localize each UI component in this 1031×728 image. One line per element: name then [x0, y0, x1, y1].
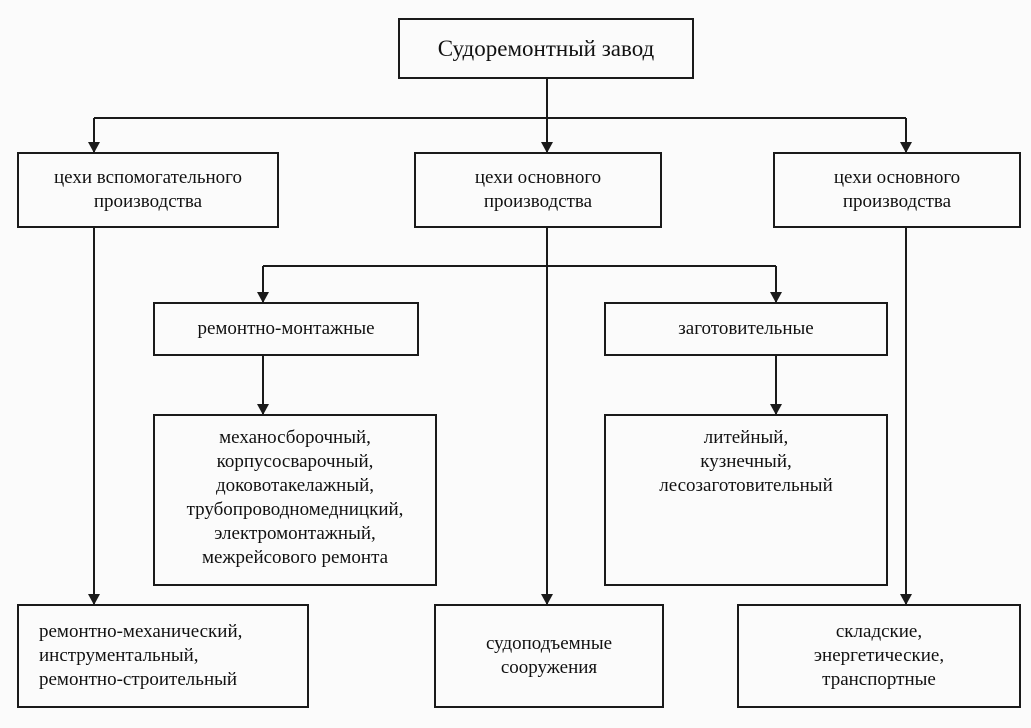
box-main-shops-center: цехи основного производства [414, 152, 662, 228]
procurement-shop-3: лесозаготовительный [659, 475, 833, 496]
service-shop-3: транспортные [822, 669, 936, 690]
box-lifting-structures: судоподъемные сооружения [434, 604, 664, 708]
box-procurement-shops-list: литейный, кузнечный, лесозаготовительный [604, 414, 888, 586]
assembly-shop-4: трубопроводномедницкий, [186, 499, 404, 520]
box-main-shops-right-line-2: производства [842, 191, 952, 212]
assembly-shop-2: корпусосварочный, [216, 451, 374, 472]
box-procurement-label: заготовительные [678, 318, 814, 339]
assembly-shop-6: межрейсового ремонта [201, 547, 389, 568]
box-main-shops-center-line-2: производства [483, 191, 593, 212]
box-shipyard-label: Судоремонтный завод [437, 35, 655, 61]
box-aux-shops-line-1: цехи вспомогательного [54, 167, 242, 188]
procurement-shop-1: литейный, [703, 427, 789, 448]
lifting-structures-line-2: сооружения [500, 657, 598, 678]
service-shop-2: энергетические, [813, 645, 945, 666]
aux-shop-2: инструментальный, [39, 645, 199, 666]
box-aux-shops: цехи вспомогательного производства [17, 152, 279, 228]
assembly-shop-5: электромонтажный, [214, 523, 376, 544]
box-aux-shops-line-2: производства [93, 191, 203, 212]
box-shipyard: Судоремонтный завод [398, 18, 694, 79]
aux-shop-1: ремонтно-механический, [39, 621, 243, 642]
box-assembly-shops-list: механосборочный, корпусосварочный, доков… [153, 414, 437, 586]
box-aux-shops-list: ремонтно-механический, инструментальный,… [17, 604, 309, 708]
service-shop-1: складские, [835, 621, 923, 642]
lifting-structures-line-1: судоподъемные [485, 633, 613, 654]
assembly-shop-1: механосборочный, [219, 427, 371, 448]
assembly-shop-3: доковотакелажный, [215, 475, 375, 496]
procurement-shop-2: кузнечный, [700, 451, 792, 472]
aux-shop-3: ремонтно-строительный [39, 669, 238, 690]
box-main-shops-right: цехи основного производства [773, 152, 1021, 228]
box-repair-assembly: ремонтно-монтажные [153, 302, 419, 356]
box-repair-assembly-label: ремонтно-монтажные [197, 318, 375, 339]
box-main-shops-right-line-1: цехи основного [833, 167, 961, 188]
box-procurement: заготовительные [604, 302, 888, 356]
box-service-shops-list: складские, энергетические, транспортные [737, 604, 1021, 708]
box-main-shops-center-line-1: цехи основного [474, 167, 602, 188]
